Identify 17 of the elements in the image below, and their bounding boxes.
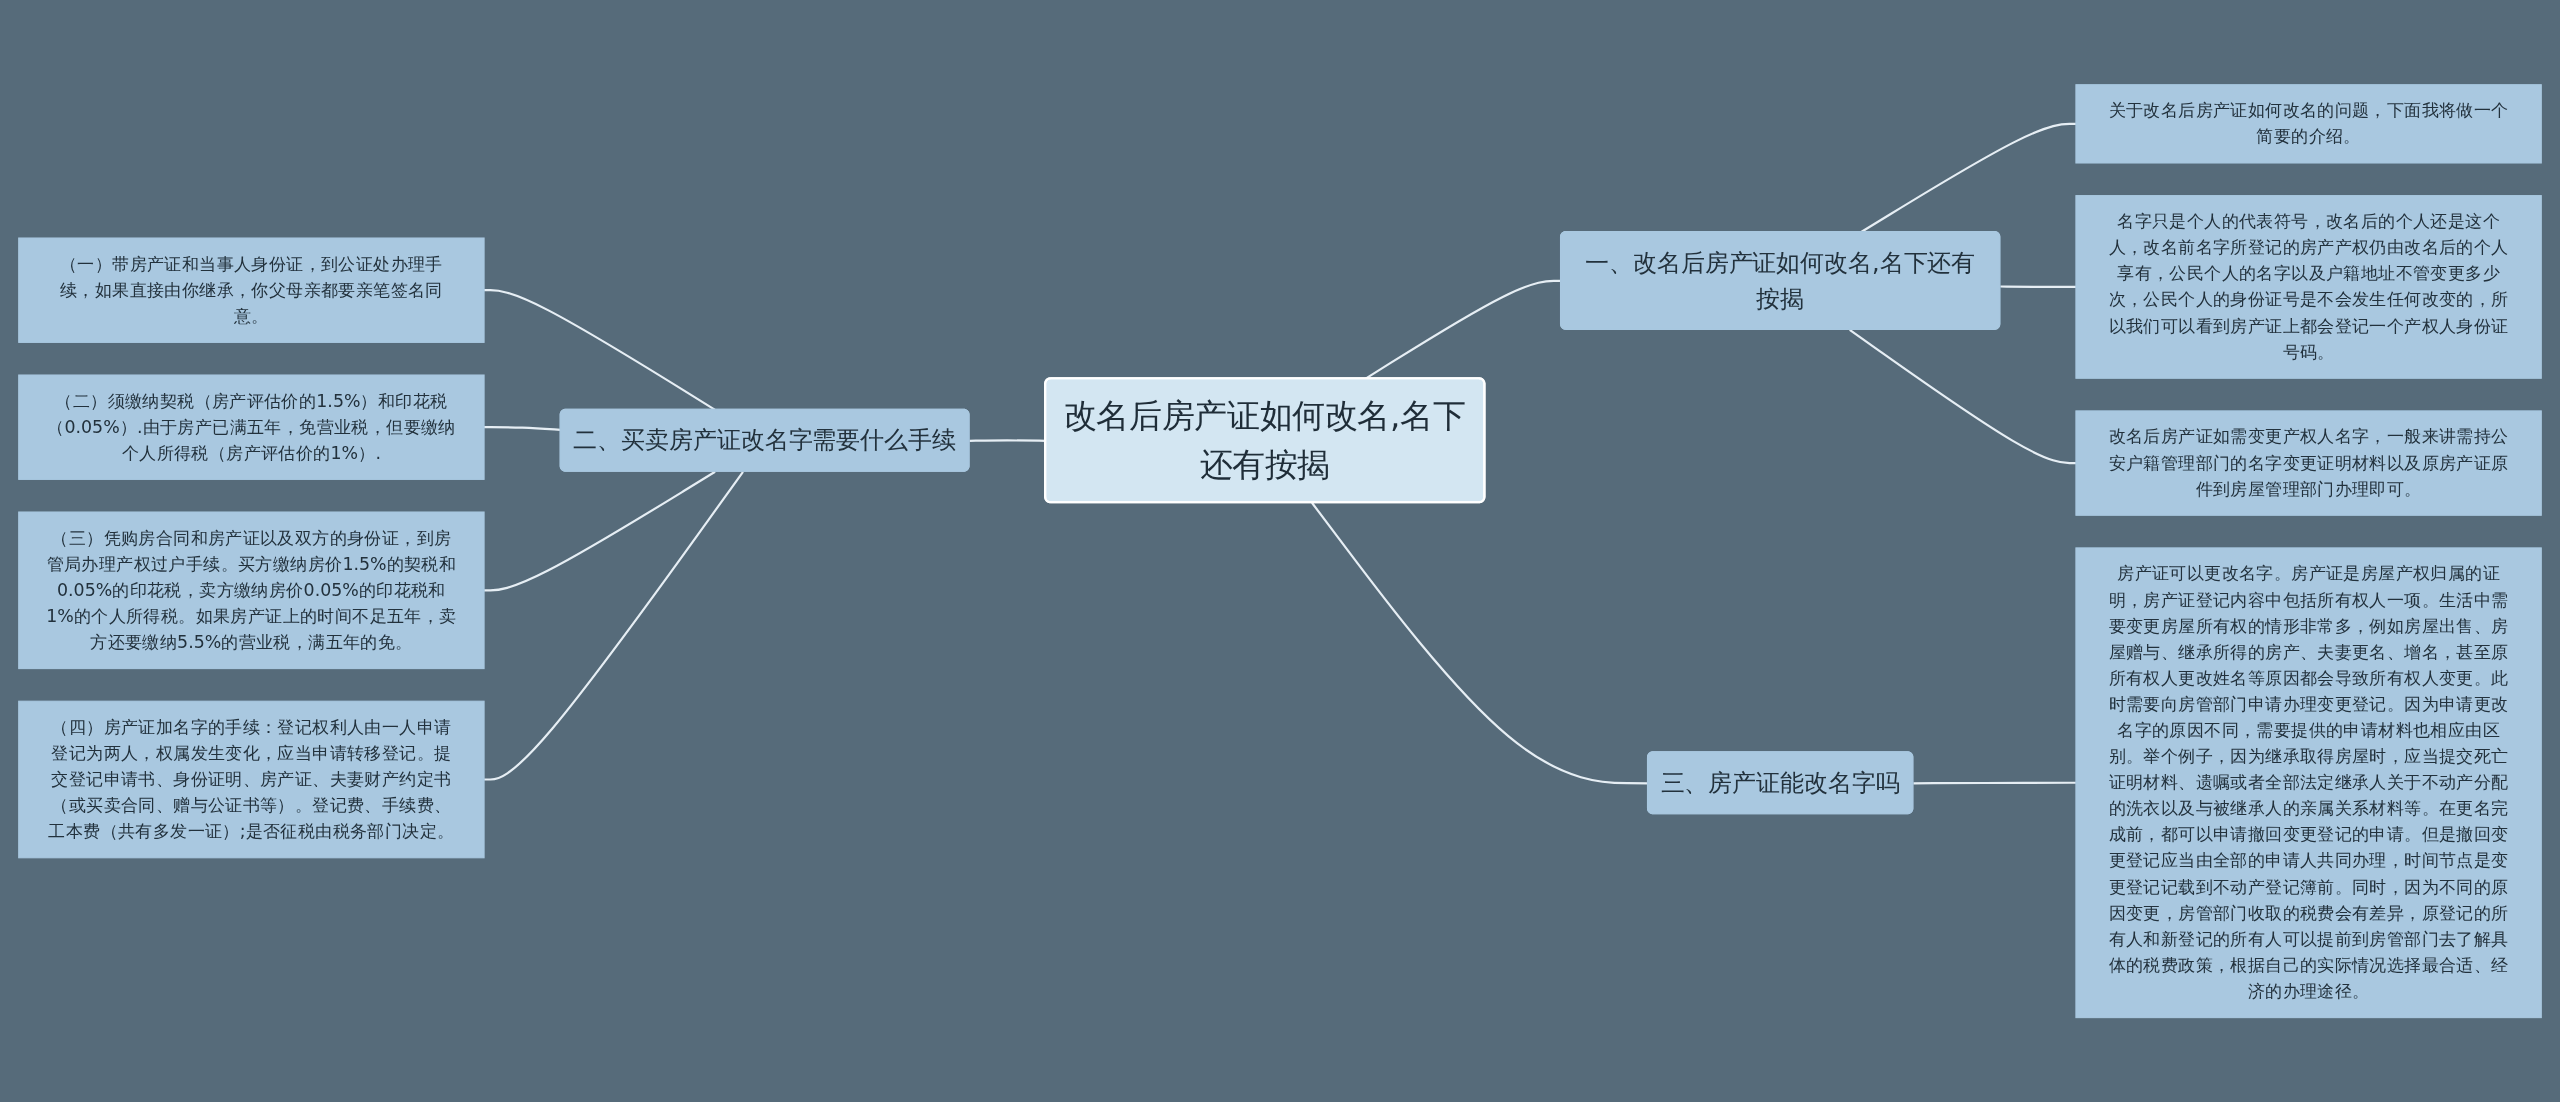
connector — [1913, 781, 2076, 785]
node-box: （三）凭购房合同和房产证以及双方的身份证，到房管局办理产权过户手续。买方缴纳房价1.5%的契税和0.05%的印花税，卖方缴纳房价0.05%的印花税和1%的个人所得税。如果房产证上的时间不足五年，卖方还要缴纳5.5%的营业税，满五年的免。 — [18, 511, 485, 669]
connector — [484, 470, 716, 592]
connector — [2000, 285, 2076, 288]
connector — [484, 288, 716, 411]
node-box: 房产证可以更改名字。房产证是房屋产权归属的证明，房产证登记内容中包括所有权人一项。生活中需要变更房屋所有权的情形非常多，例如房屋出售、房屋赠与、继承所得的房产、夫妻更名、增名，甚至原所有权人更改姓名等原因都会导致所有权人变更。此时需要向房管部门申请办理变更登记。因为申请更改名字的原因不同，需要提供的申请材料也相应由区别。举个例子，因为继承取得房屋时，应当提交死亡证明材料、遗嘱或者全部法定继承人关于不动产分配的洗衣以及与被继承人的亲属关系材料等。在更名完成前，都可以申请撤回变更登记的申请。但是撤回变更登记应当由全部的申请人共同办理，时间节点是变更登记记载到不动产登记簿前。同时，因为不同的原因变更，房管部门收取的税费会有差异，原登记的所有人和新登记的所有人可以提前到房管部门去了解具体的税费政策，根据自己的实际情况选择最合适、经济的办理途径。 — [2075, 547, 2542, 1018]
node-box: 改名后房产证如需变更产权人名字，一般来讲需持公安户籍管理部门的名字变更证明材料以及原房产证原件到房屋管理部门办理即可。 — [2075, 410, 2542, 516]
connector — [1860, 122, 2076, 233]
node-box: （二）须缴纳契税（房产评估价的1.5%）和印花税（0.05%）.由于房产已满五年，免营业税，但要缴纳个人所得税（房产评估价的1%）. — [18, 374, 485, 480]
connector — [1849, 328, 2076, 464]
connector — [484, 425, 561, 431]
connector — [969, 439, 1046, 442]
node-box: 关于改名后房产证如何改名的问题，下面我将做一个简要的介绍。 — [2075, 84, 2542, 164]
node-box: （一）带房产证和当事人身份证，到公证处办理手续，如果直接由你继承，你父母亲都要亲笔签名同意。 — [18, 237, 485, 343]
node-box: 名字只是个人的代表符号，改名后的个人还是这个人，改名前名字所登记的房产产权仍由改名后的个人享有，公民个人的名字以及户籍地址不管变更多少次，公民个人的身份证号是不会发生任何改变的，所以我们可以看到房产证上都会登记一个产权人身份证号码。 — [2075, 194, 2542, 379]
connector — [484, 471, 744, 781]
node-box: （四）房产证加名字的手续：登记权利人由一人申请登记为两人，权属发生变化，应当申请转移登记。提交登记申请书、身份证明、房产证、夫妻财产约定书（或买卖合同、赠与公证书等）。登记费、手续费、工本费（共有多发一证）;是否征税由税务部门决定。 — [18, 700, 485, 859]
